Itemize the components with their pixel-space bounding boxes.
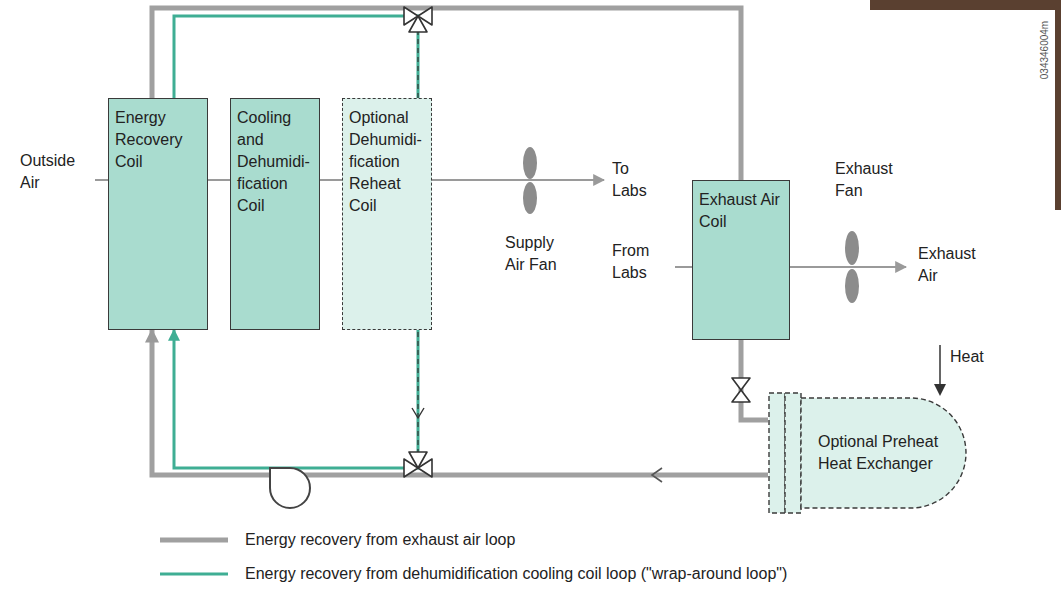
supply-fan-symbol [523,147,537,214]
node-text-area: Energy Recovery Coil [109,99,207,181]
three-way-valve [404,7,432,32]
heat-arrow-head [934,384,946,396]
node-text-area: Cooling and Dehumidi-fication Coil [231,99,319,225]
exhaust-air-coil: Exhaust Air Coil [692,180,790,340]
wrap-around-loop-pipe [174,16,418,98]
reheat-coil: Optional Dehumidi-fication Reheat Coil [342,98,432,330]
wrap-around-loop-pipe [174,330,418,468]
energy-recovery-coil: Energy Recovery Coil [108,98,208,330]
three-way-valve [404,452,432,477]
coil-label: Exhaust Air Coil [699,189,783,233]
air-stream-label: To Labs [612,158,658,202]
exhaust-loop-pipe [152,330,768,475]
node-text-area: Optional Preheat Heat Exchanger [818,392,962,514]
coil-label: Energy Recovery Coil [115,107,201,173]
pump-symbol [270,468,310,508]
legend-line-sample [160,573,228,576]
heat-arrow [939,345,941,388]
coil-label: Optional Dehumidi-fication Reheat Coil [349,107,425,217]
heat-exchanger-outline [768,392,968,514]
two-way-valve [732,378,750,402]
air-stream-label: From Labs [612,240,666,284]
air-stream-label: Exhaust Air [918,243,988,287]
node-text-area: Exhaust Air Coil [693,181,789,241]
node-text-area: Optional Dehumidi-fication Reheat Coil [343,99,431,225]
coil-label: Optional Preheat Heat Exchanger [818,431,962,475]
heat-label: Heat [950,346,1000,368]
flow-chevron [412,408,424,418]
cooling-coil: Cooling and Dehumidi-fication Coil [230,98,320,330]
air-stream-label: Outside Air [20,150,82,194]
legend-text: Energy recovery from dehumidification co… [245,564,787,584]
fan-label: Supply Air Fan [505,232,567,276]
photo-fragment [870,0,1061,10]
legend-line-sample [160,538,228,543]
flow-chevron [652,468,662,482]
legend-text: Energy recovery from exhaust air loop [245,530,515,550]
fan-label: Exhaust Fan [835,158,905,202]
exhaust-fan-symbol [845,231,859,303]
drawing-number: 034346004m [1039,21,1051,79]
coil-label: Cooling and Dehumidi-fication Coil [237,107,313,217]
preheat-heat-exchanger: Optional Preheat Heat Exchanger [768,392,968,514]
photo-fragment [1055,0,1061,210]
